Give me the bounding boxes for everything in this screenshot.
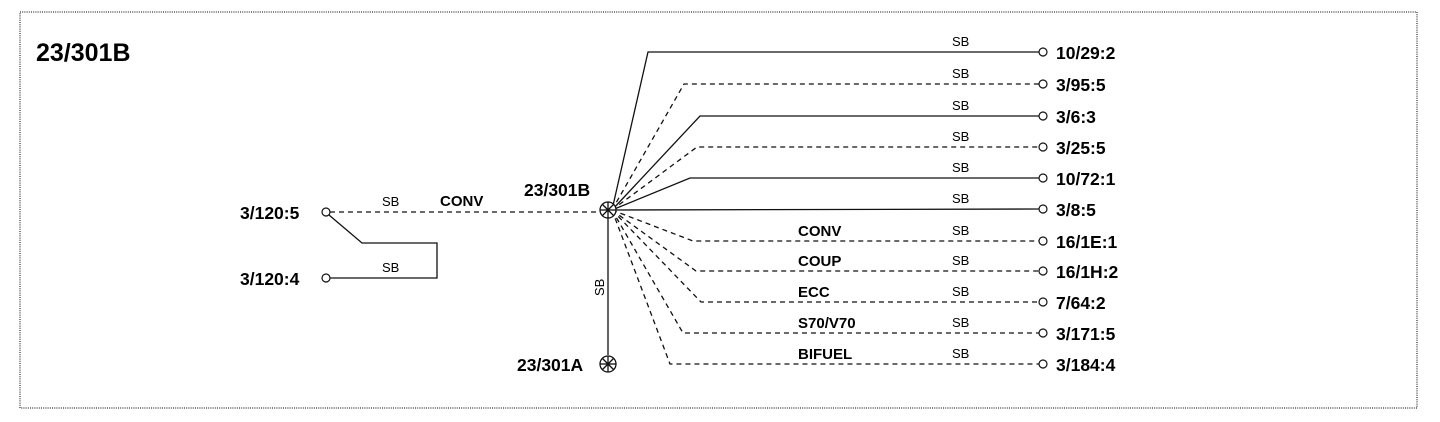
branch-wire [611, 209, 1039, 272]
branch-wire [613, 208, 1040, 211]
left-loop-wire [328, 214, 438, 279]
branch-terminal-label: 3/25:5 [1056, 138, 1106, 158]
branch-terminal[interactable] [1038, 47, 1048, 57]
branch-terminal-label: 7/64:2 [1056, 293, 1106, 313]
branch-terminal-label: 3/6:3 [1056, 107, 1096, 127]
branch-terminal[interactable] [1038, 79, 1048, 89]
branch-wire-color: SB [952, 223, 969, 238]
left-connector-group: 3/120:5 SB CONV 3/120:4 SB [240, 193, 600, 289]
branch-terminal-label: 3/184:4 [1056, 355, 1116, 375]
diagram-frame [19, 11, 1418, 409]
diagram-title: 23/301B [36, 39, 131, 67]
branch-wire-color: SB [952, 284, 969, 299]
branch-terminal[interactable] [1038, 236, 1048, 246]
left-terminal-bottom-label: 3/120:4 [240, 269, 300, 289]
branch-wire [611, 209, 1039, 242]
branch-terminal[interactable] [1038, 111, 1048, 121]
branch-wire-color: SB [952, 253, 969, 268]
branch-terminal-label: 3/95:5 [1056, 75, 1106, 95]
left-terminal-top[interactable] [321, 207, 331, 217]
branch-terminal[interactable] [1038, 173, 1048, 183]
branch-wire-color: SB [952, 34, 969, 49]
branch-wire [611, 51, 1039, 211]
branch-wire-color: SB [952, 160, 969, 175]
branch-terminal[interactable] [1038, 266, 1048, 276]
branch-wire [611, 83, 1039, 211]
ground-label: 23/301A [517, 355, 584, 375]
branch-terminal[interactable] [1038, 297, 1048, 307]
left-loop-wire-color: SB [382, 260, 399, 275]
branch-variant-label: ECC [798, 284, 830, 301]
branch-terminal[interactable] [1038, 204, 1048, 214]
left-wire-color: SB [382, 194, 399, 209]
branch-wire [611, 115, 1039, 211]
ground-wire-color: SB [592, 279, 607, 296]
branch-terminal-label: 3/171:5 [1056, 324, 1116, 344]
branch-wire [611, 209, 1039, 365]
branch-variant-label: CONV [798, 223, 841, 240]
branch-terminal-label: 10/29:2 [1056, 43, 1116, 63]
ground-group: SB 23/301A [517, 218, 617, 375]
branch-wire-color: SB [952, 66, 969, 81]
branch-wire-color: SB [952, 191, 969, 206]
branch-terminal-label: 10/72:1 [1056, 169, 1116, 189]
branch-terminal-label: 3/8:5 [1056, 200, 1096, 220]
ground-point-icon [599, 355, 617, 373]
branch-wire-color: SB [952, 315, 969, 330]
branch-wire-color: SB [952, 98, 969, 113]
left-wire-variant: CONV [440, 193, 483, 210]
branch-variant-label: BIFUEL [798, 346, 852, 363]
branch-terminal[interactable] [1038, 142, 1048, 152]
branch-terminal[interactable] [1038, 359, 1048, 369]
left-terminal-bottom[interactable] [321, 273, 331, 283]
branch-variant-label: S70/V70 [798, 315, 856, 332]
splice-point-icon [599, 201, 617, 219]
branch-wires: 10/29:2SB3/95:5SB3/6:3SB3/25:5SB10/72:1S… [611, 34, 1119, 375]
branch-wire [611, 209, 1039, 303]
left-terminal-top-label: 3/120:5 [240, 203, 300, 223]
branch-wire [611, 146, 1039, 211]
hub-label: 23/301B [524, 180, 590, 200]
branch-terminal-label: 16/1H:2 [1056, 262, 1119, 282]
branch-variant-label: COUP [798, 253, 841, 270]
branch-wire [611, 209, 1039, 334]
branch-wire-color: SB [952, 129, 969, 144]
branch-terminal-label: 16/1E:1 [1056, 232, 1118, 252]
branch-terminal[interactable] [1038, 328, 1048, 338]
branch-wire-color: SB [952, 346, 969, 361]
branch-wire [611, 177, 1039, 211]
